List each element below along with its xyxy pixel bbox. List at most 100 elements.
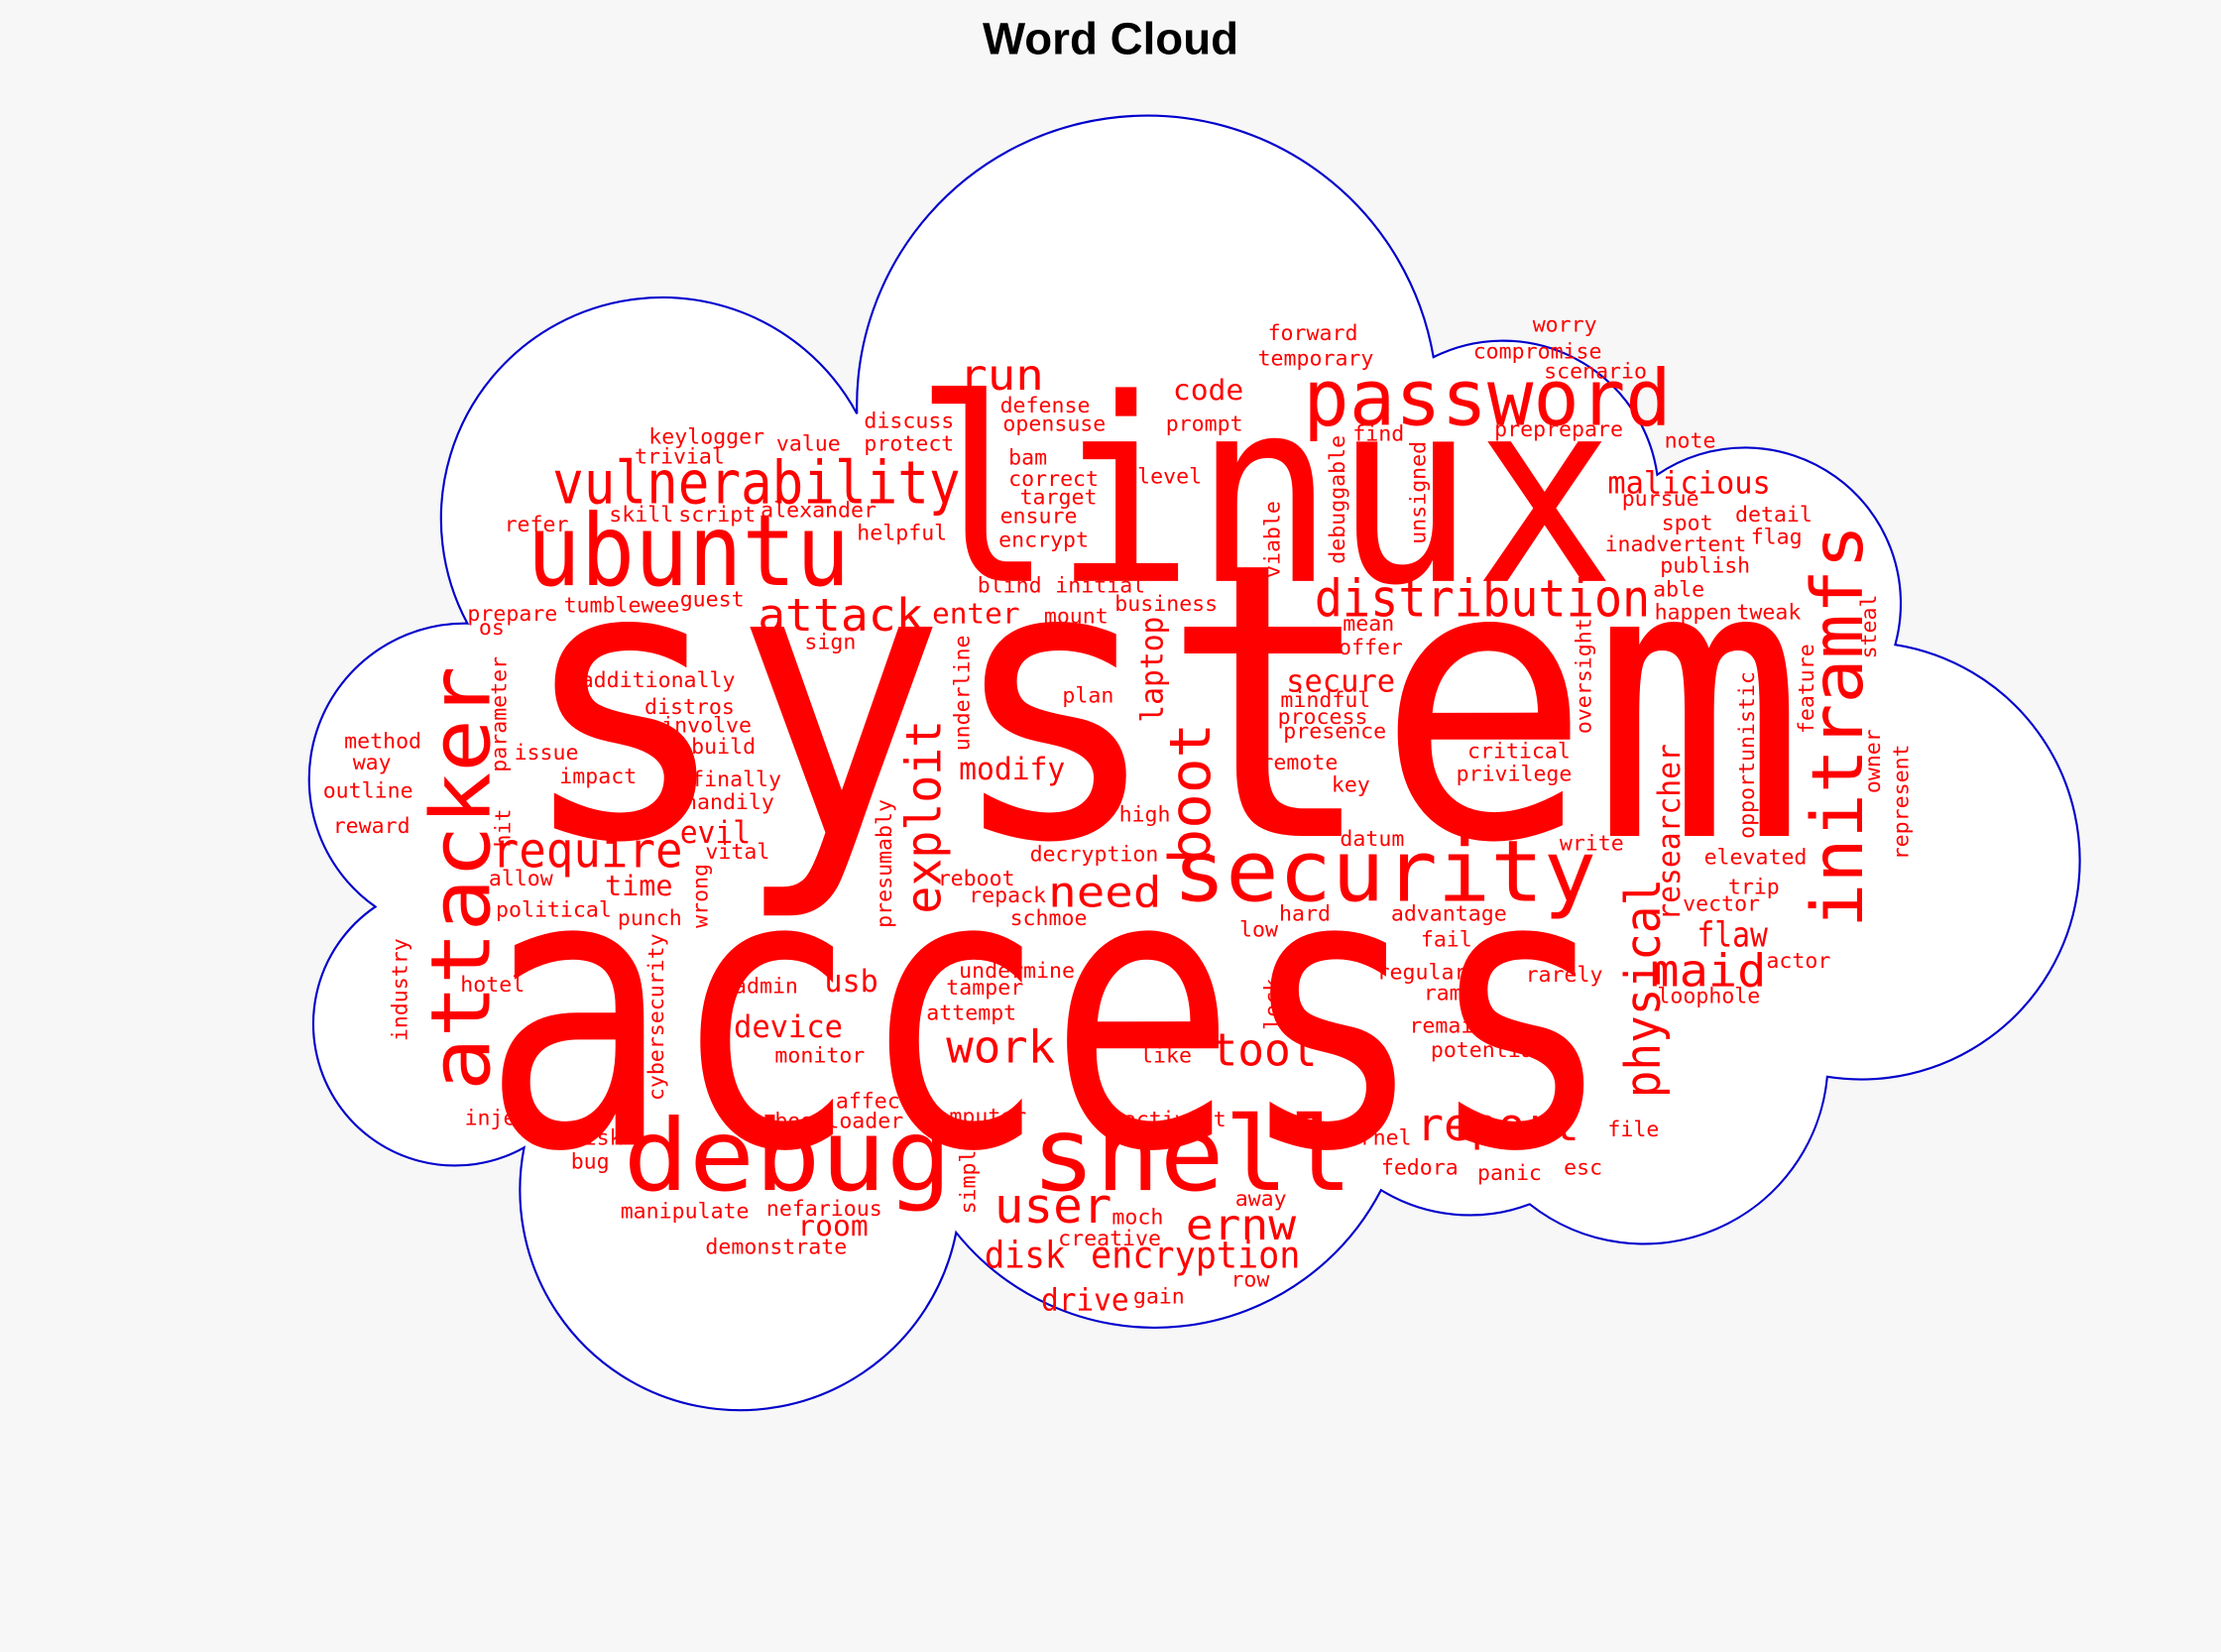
word-high: high: [1119, 803, 1171, 828]
word-ernw: ernw: [1186, 1201, 1297, 1250]
word-esc: esc: [1564, 1155, 1602, 1180]
word-sign: sign: [804, 630, 856, 654]
word-trivial: trivial: [635, 444, 725, 469]
word-risk: risk: [571, 1125, 623, 1150]
word-spot: spot: [1662, 511, 1713, 535]
word-usb: usb: [824, 964, 877, 1000]
word-affect: affect: [836, 1089, 913, 1114]
word-fail: fail: [1421, 927, 1472, 952]
word-encrypt: encrypt: [998, 529, 1089, 553]
word-underline: underline: [951, 635, 976, 751]
word-row: row: [1230, 1267, 1269, 1292]
word-code: code: [1173, 373, 1243, 407]
word-maid: maid: [1650, 943, 1766, 997]
word-distros: distros: [644, 695, 735, 720]
word-helpful: helpful: [857, 521, 947, 545]
word-parameter: parameter: [487, 656, 512, 772]
word-require: require: [492, 823, 683, 879]
word-advantage: advantage: [1391, 902, 1507, 927]
word-way: way: [353, 751, 392, 775]
word-attack: attack: [758, 588, 923, 642]
word-bam: bam: [1008, 446, 1047, 471]
word-oversight: oversight: [1573, 618, 1597, 734]
word-physical: physical: [1616, 879, 1672, 1098]
word-prompt: prompt: [1166, 412, 1243, 436]
word-blind: blind: [978, 573, 1042, 598]
word-process: process: [1278, 705, 1368, 730]
word-scenario: scenario: [1544, 360, 1647, 385]
word-manipulate: manipulate: [621, 1200, 750, 1225]
word-run: run: [959, 351, 1044, 401]
word-secure: secure: [1286, 663, 1395, 699]
word-ram: ram: [1424, 982, 1462, 1006]
word-device: device: [734, 1009, 843, 1045]
word-low: low: [1239, 917, 1278, 942]
word-debuggable: debuggable: [1326, 435, 1350, 564]
word-work: work: [946, 1020, 1055, 1074]
word-tumblewee: tumblewee: [564, 593, 680, 618]
word-opportunistic: opportunistic: [1735, 671, 1760, 839]
word-boot: boot: [1158, 723, 1224, 865]
word-critical: critical: [1467, 739, 1571, 764]
word-rarely: rarely: [1526, 963, 1603, 988]
word-away: away: [1235, 1187, 1287, 1212]
word-remote: remote: [1260, 751, 1338, 775]
word-opensuse: opensuse: [1002, 412, 1106, 436]
word-lock: lock: [1260, 979, 1285, 1030]
word-represent: represent: [1890, 744, 1915, 860]
word-discuss: discuss: [864, 410, 954, 434]
word-encryption: encryption: [1091, 1235, 1300, 1277]
word-reboot: reboot: [938, 867, 1015, 891]
word-issue: issue: [515, 741, 579, 766]
word-hit: hit: [492, 808, 517, 847]
word-inadvertent: inadvertent: [1605, 532, 1747, 557]
word-plan: plan: [1062, 684, 1113, 709]
word-cybersecurity: cybersecurity: [644, 933, 669, 1101]
word-vital: vital: [705, 840, 769, 865]
word-time: time: [605, 869, 673, 902]
word-monitor: monitor: [774, 1044, 865, 1069]
word-password: password: [1303, 353, 1671, 444]
word-level: level: [1137, 464, 1202, 489]
word-tool: tool: [1211, 1022, 1317, 1076]
word-combo: combo: [1119, 1025, 1184, 1050]
word-defense: defense: [1000, 394, 1091, 418]
word-file: file: [1607, 1118, 1659, 1142]
word-reward: reward: [333, 814, 410, 839]
word-os: os: [479, 616, 505, 641]
word-layer: systemaccesslinuxpasswordubuntuvulnerabi…: [323, 312, 1915, 1318]
word-publish: publish: [1660, 553, 1750, 578]
word-value: value: [776, 431, 841, 456]
word-disk: disk: [985, 1235, 1065, 1277]
word-need: need: [1048, 868, 1161, 917]
word-additionally: additionally: [581, 668, 736, 693]
word-panic: panic: [1477, 1161, 1542, 1186]
word-method: method: [344, 729, 421, 754]
word-computer: computer: [923, 1105, 1026, 1129]
word-mean: mean: [1343, 612, 1394, 637]
word-system: system: [517, 481, 1806, 926]
word-privilege: privilege: [1457, 762, 1573, 786]
word-temporary: temporary: [1258, 347, 1374, 372]
word-impact: impact: [559, 765, 637, 789]
word-attempt: attempt: [926, 1002, 1016, 1026]
word-worry: worry: [1533, 312, 1597, 337]
word-drive: drive: [1041, 1283, 1129, 1319]
word-prepare: prepare: [467, 602, 557, 627]
word-vulnerability: vulnerability: [552, 448, 960, 518]
word-tamper: tamper: [946, 976, 1023, 1001]
word-undermine: undermine: [959, 959, 1075, 984]
word-steal: steal: [1857, 595, 1882, 659]
word-enter: enter: [932, 597, 1020, 631]
word-feature: feature: [1795, 644, 1819, 734]
word-outline: outline: [323, 778, 413, 803]
word-involve: involve: [661, 714, 752, 739]
word-kernel: kernel: [1335, 1125, 1412, 1150]
word-forward: forward: [1268, 321, 1358, 346]
word-admin: admin: [734, 975, 798, 1000]
word-researcher: researcher: [1652, 744, 1688, 921]
word-room: room: [797, 1209, 868, 1242]
word-user: user: [994, 1179, 1112, 1235]
word-loophole: loophole: [1657, 985, 1760, 1009]
